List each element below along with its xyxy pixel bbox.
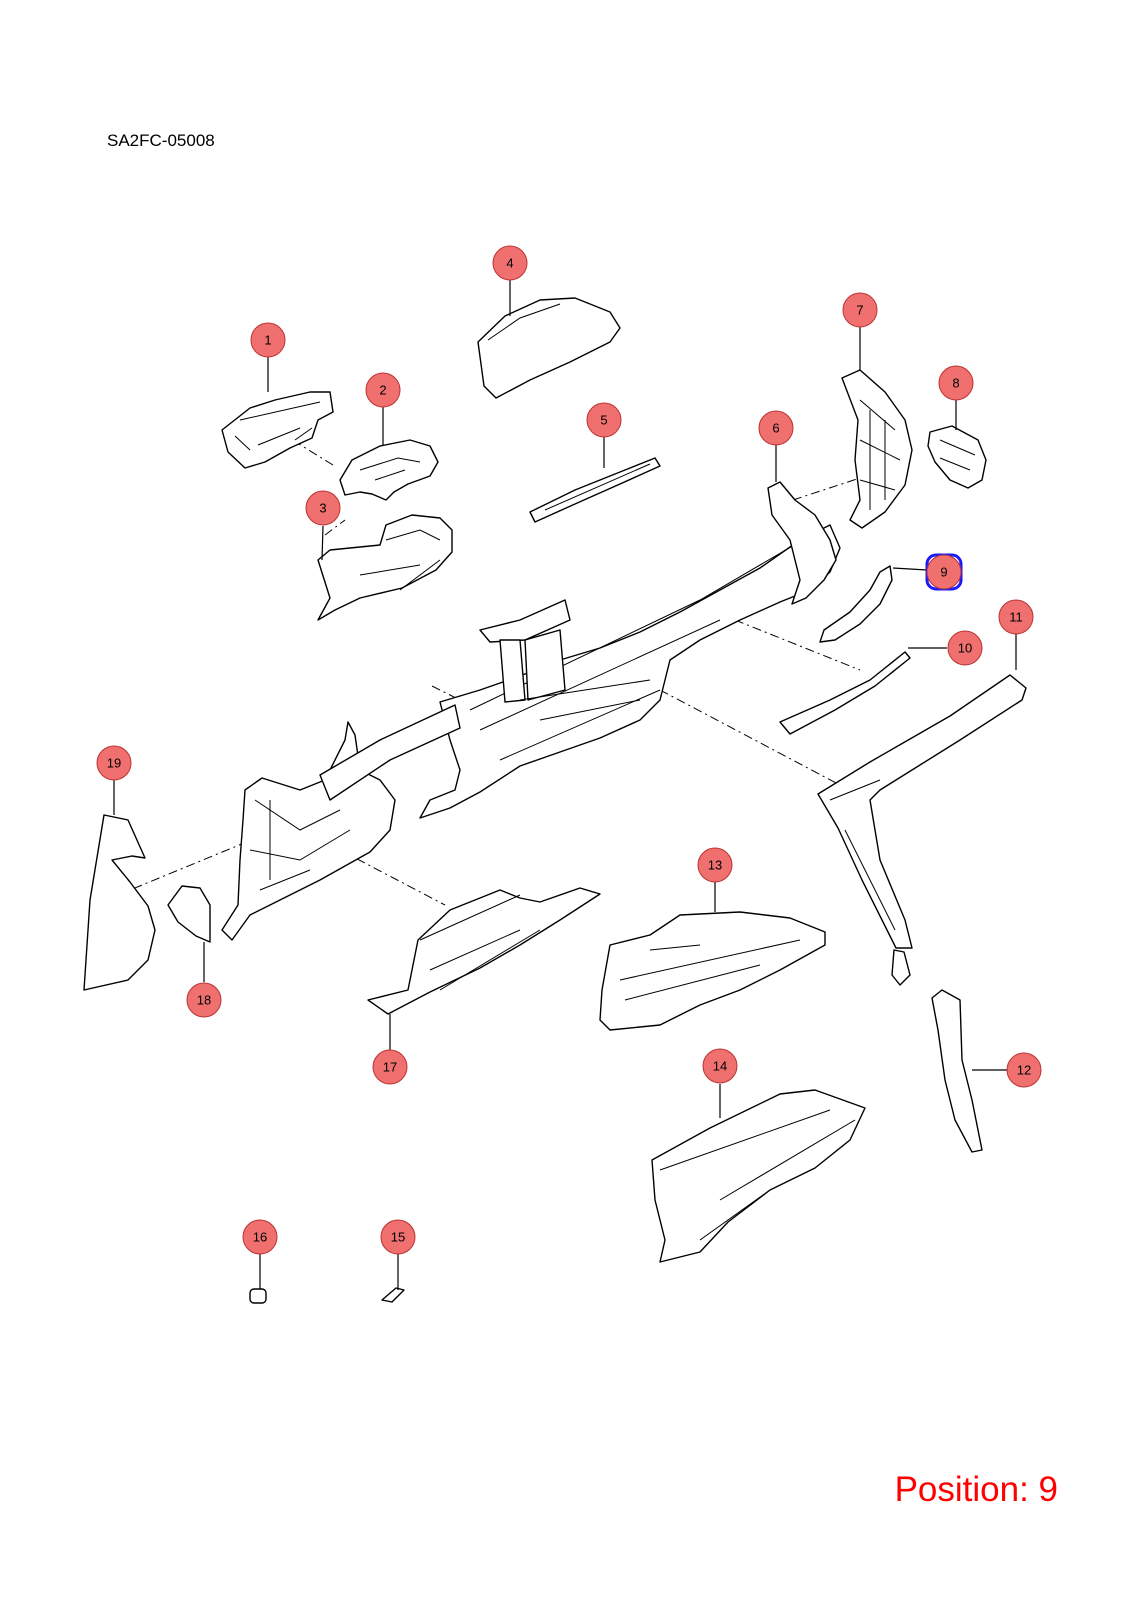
callout-7[interactable]: 7 (842, 292, 878, 328)
callout-number: 13 (708, 858, 722, 873)
part-5-trim-strip (529, 457, 661, 523)
part-4-cluster-hood (477, 297, 621, 399)
callout-circle (697, 847, 733, 883)
callout-number: 2 (379, 383, 386, 398)
part-13-glovebox-inner (599, 911, 826, 1031)
callout-number: 5 (600, 413, 607, 428)
callout-number: 11 (1009, 610, 1023, 625)
callout-number: 14 (713, 1059, 727, 1074)
callout-circle (926, 554, 962, 590)
callout-circle (365, 372, 401, 408)
callout-13[interactable]: 13 (697, 847, 733, 883)
callout-number: 17 (383, 1060, 397, 1075)
callout-number: 15 (391, 1230, 405, 1245)
callout-circle (186, 982, 222, 1018)
position-label: Position: 9 (894, 1470, 1058, 1509)
part-6-right-bracket (767, 481, 837, 605)
callout-8[interactable]: 8 (938, 365, 974, 401)
callout-circle (1006, 1052, 1042, 1088)
callout-number: 4 (506, 256, 513, 271)
part-17-lower-panel (367, 887, 601, 1015)
callout-number: 3 (319, 501, 326, 516)
callout-circle (305, 490, 341, 526)
callout-circle (842, 292, 878, 328)
callout-circle (96, 745, 132, 781)
leader-lines (113, 280, 1017, 1290)
callout-number: 18 (197, 993, 211, 1008)
callout-number: 12 (1017, 1063, 1031, 1078)
part-3-lower-column-cover (317, 514, 453, 621)
callout-16[interactable]: 16 (242, 1219, 278, 1255)
callout-circle (586, 402, 622, 438)
callout-2[interactable]: 2 (365, 372, 401, 408)
callout-number: 19 (107, 756, 121, 771)
callout-18[interactable]: 18 (186, 982, 222, 1018)
part-11-lower-trim (817, 674, 1027, 949)
callout-circle (758, 410, 794, 446)
callout-6[interactable]: 6 (758, 410, 794, 446)
callout-3[interactable]: 3 (305, 490, 341, 526)
callout-5[interactable]: 5 (586, 402, 622, 438)
part-19-side-cover (83, 814, 156, 991)
callout-9[interactable]: 9 (925, 553, 963, 591)
callout-1[interactable]: 1 (250, 322, 286, 358)
callout-circle (380, 1219, 416, 1255)
callout-12[interactable]: 12 (1006, 1052, 1042, 1088)
callout-15[interactable]: 15 (380, 1219, 416, 1255)
part-18-left-vent (167, 885, 211, 943)
callout-circle (702, 1048, 738, 1084)
part-15-clip (381, 1287, 405, 1303)
part-1-column-bracket (221, 391, 334, 469)
callout-14[interactable]: 14 (702, 1048, 738, 1084)
instrument-panel-carrier (221, 524, 841, 941)
callout-number: 9 (940, 565, 947, 580)
callout-number: 7 (856, 303, 863, 318)
callout-circle (947, 630, 983, 666)
callout-11[interactable]: 11 (998, 599, 1034, 635)
callout-4[interactable]: 4 (492, 245, 528, 281)
assembly-lines (129, 422, 861, 906)
callout-number: 1 (264, 333, 271, 348)
callout-number: 16 (253, 1230, 267, 1245)
part-16-plug (249, 1288, 267, 1304)
diagram-code: SA2FC-05008 (107, 131, 215, 150)
part-10-trim-strip (779, 651, 911, 735)
callout-number: 8 (952, 376, 959, 391)
callout-10[interactable]: 10 (947, 630, 983, 666)
part-2-upper-column-cover (339, 439, 439, 501)
callout-circle (492, 245, 528, 281)
callout-circle (998, 599, 1034, 635)
callout-circle (250, 322, 286, 358)
part-12-bracket (891, 949, 983, 1153)
callout-number: 10 (958, 641, 972, 656)
part-14-glovebox (651, 1089, 866, 1263)
part-8-side-vent (927, 425, 987, 489)
callout-circle (372, 1049, 408, 1085)
part-9-right-trim (819, 565, 893, 643)
callout-circle (938, 365, 974, 401)
callout-circle (242, 1219, 278, 1255)
part-7-side-frame (841, 369, 913, 529)
callout-number: 6 (772, 421, 779, 436)
callout-19[interactable]: 19 (96, 745, 132, 781)
callout-17[interactable]: 17 (372, 1049, 408, 1085)
